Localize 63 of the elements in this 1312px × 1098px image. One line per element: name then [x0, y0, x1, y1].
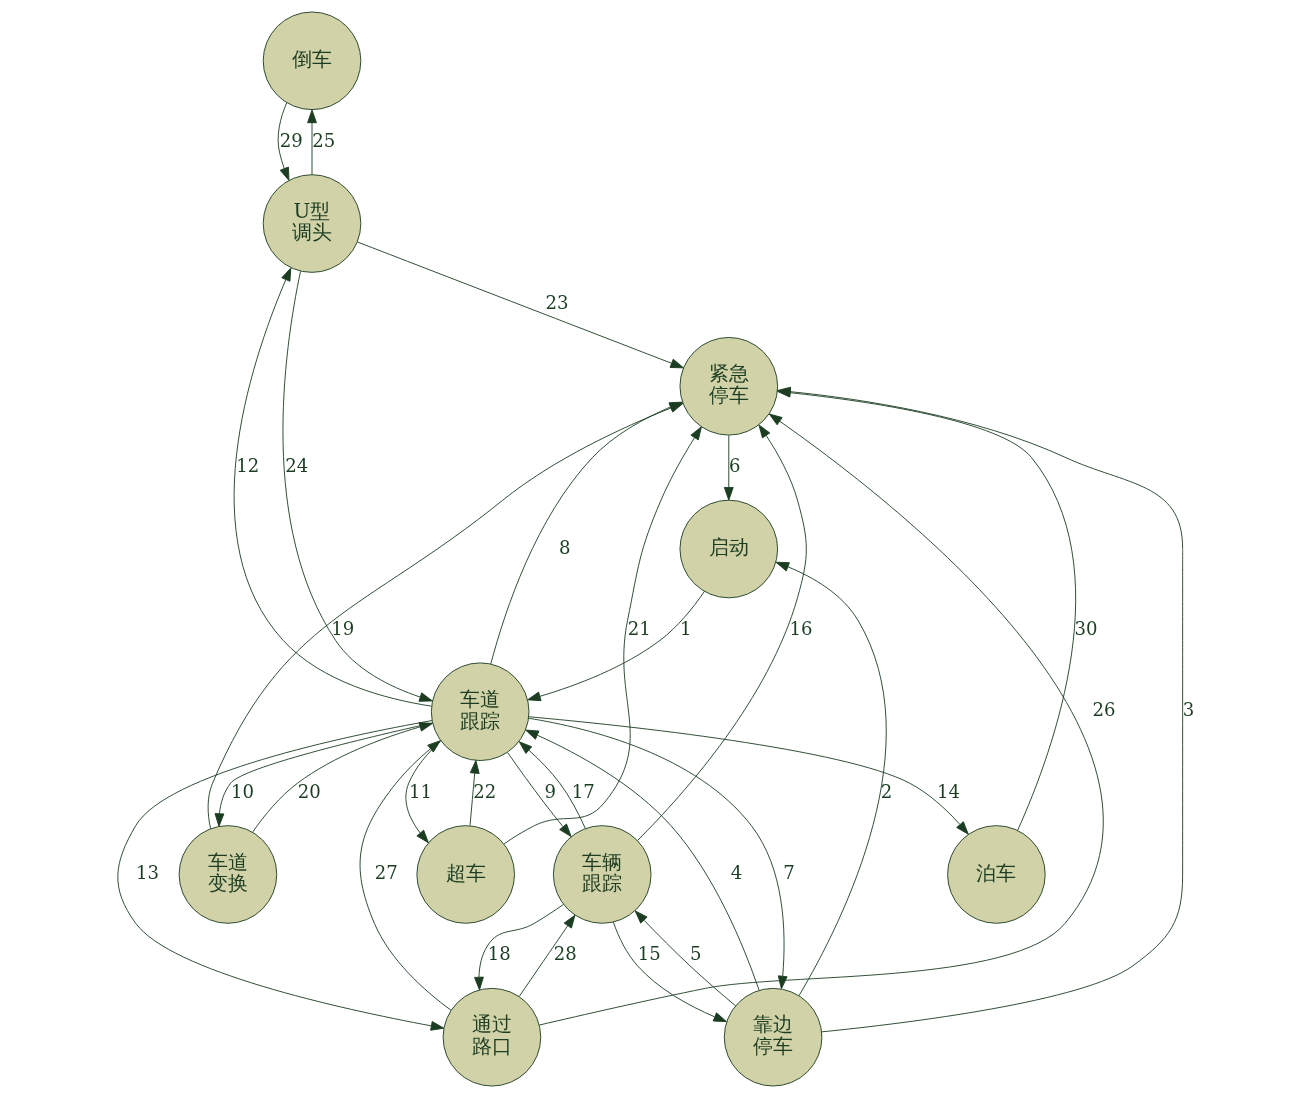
- edge-label: 26: [1092, 699, 1116, 721]
- edge-label: 11: [408, 780, 433, 802]
- edge-label: 8: [558, 536, 571, 558]
- edge-label: 16: [789, 617, 813, 639]
- arrow: [637, 424, 807, 841]
- arrow: [527, 590, 705, 702]
- arrow: [277, 102, 290, 181]
- edge-label: 12: [236, 455, 260, 477]
- arrow: [775, 561, 887, 997]
- edge-label: 18: [487, 943, 511, 965]
- node-circle: 通过路口: [442, 987, 542, 1087]
- arrow: [474, 903, 564, 991]
- edge-label: 27: [374, 861, 398, 883]
- edge-label: 20: [297, 780, 321, 802]
- edge-label: 28: [553, 943, 577, 965]
- arrow: [356, 241, 684, 369]
- arrow: [723, 435, 734, 501]
- arrow: [525, 729, 760, 991]
- edge-label: 30: [1074, 617, 1098, 639]
- arrow: [634, 910, 737, 1007]
- node-circle: 倒车: [262, 11, 362, 111]
- node-circle: 泊车: [947, 825, 1046, 924]
- arrow: [252, 722, 433, 833]
- arrow: [282, 270, 433, 702]
- arrow: [507, 752, 572, 838]
- arrow: [214, 722, 433, 827]
- arrow: [469, 760, 480, 827]
- edge-label: 25: [312, 129, 336, 151]
- edge-label: 21: [627, 617, 651, 639]
- edge-label: 15: [637, 943, 661, 965]
- arrow: [528, 716, 969, 835]
- edge-label: 2: [880, 780, 893, 802]
- node-circle: 紧急停车: [679, 337, 779, 436]
- edge-label: 5: [690, 943, 702, 965]
- edge-label: 29: [279, 129, 303, 151]
- edge-label: 19: [331, 617, 355, 639]
- arrow: [503, 426, 702, 845]
- arrow: [612, 921, 727, 1023]
- edge-label: 4: [730, 861, 743, 883]
- edge-label: 1: [680, 617, 692, 639]
- edge-label: 24: [285, 455, 309, 477]
- edge-label: 14: [936, 780, 960, 802]
- arrow: [518, 741, 586, 829]
- edge-label: 13: [135, 861, 159, 883]
- node-circle: 车道变换: [178, 825, 278, 924]
- edge-label: 9: [544, 780, 556, 802]
- arrow: [307, 109, 317, 176]
- edge-label: 3: [1182, 699, 1195, 721]
- node-circle: 启动: [679, 499, 779, 599]
- edge-label: 7: [783, 861, 795, 883]
- edge-label: 17: [571, 780, 595, 802]
- edge-label: 22: [473, 780, 497, 802]
- arrow: [538, 413, 1104, 1026]
- edge-label: 10: [230, 780, 254, 802]
- edge-label: 6: [728, 455, 741, 477]
- arrow: [117, 720, 445, 1031]
- edge-label: 23: [545, 292, 569, 314]
- arrow: [233, 267, 432, 707]
- node-circle: 车道跟踪: [430, 662, 530, 761]
- node-circle: 靠边停车: [723, 987, 823, 1087]
- arrow: [518, 914, 576, 997]
- node-circle: U型调头: [262, 174, 362, 273]
- arrow: [528, 717, 788, 990]
